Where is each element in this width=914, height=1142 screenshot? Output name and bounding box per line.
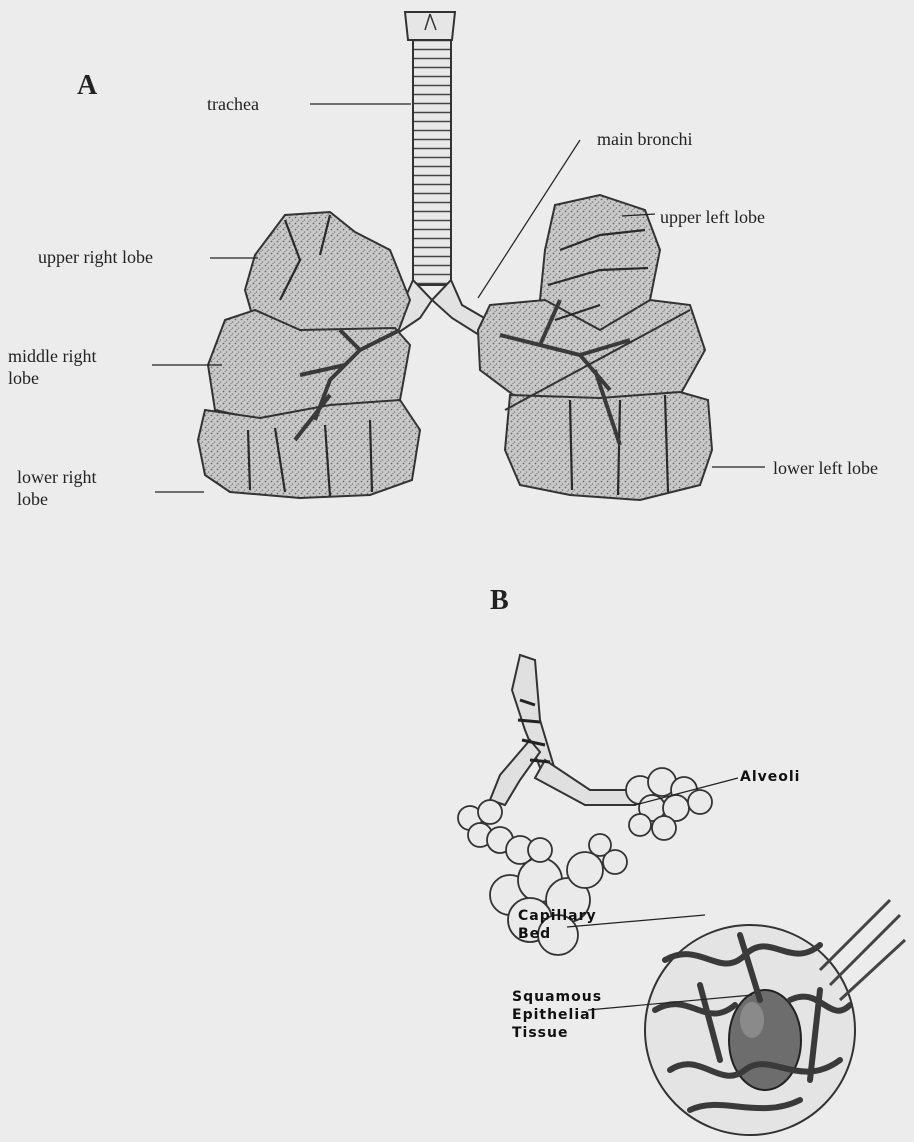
trachea-label: trachea (207, 93, 259, 115)
left-lung (478, 195, 712, 500)
main-bronchi-label: main bronchi (597, 128, 692, 150)
upper-right-lobe-label: upper right lobe (38, 246, 153, 268)
panel-a-letter: A (77, 70, 97, 102)
middle-right-lobe-label: middle right lobe (8, 345, 97, 389)
lower-right-lobe-label: lower right lobe (17, 466, 96, 510)
trachea-shape (405, 12, 455, 285)
panel-b-letter: B (490, 585, 509, 617)
alveoli-label: Alveoli (740, 768, 800, 786)
squamous-epithelial-label: Squamous Epithelial Tissue (512, 988, 602, 1042)
lower-right-lobe-shape (198, 400, 420, 498)
capillary-bed-label: Capillary Bed (518, 907, 597, 943)
right-lung (198, 212, 420, 498)
lower-left-lobe-label: lower left lobe (773, 457, 878, 479)
upper-left-lobe-label: upper left lobe (660, 206, 765, 228)
alveolus-capillary-shape (645, 900, 905, 1135)
bronchiole-tree (490, 655, 640, 805)
